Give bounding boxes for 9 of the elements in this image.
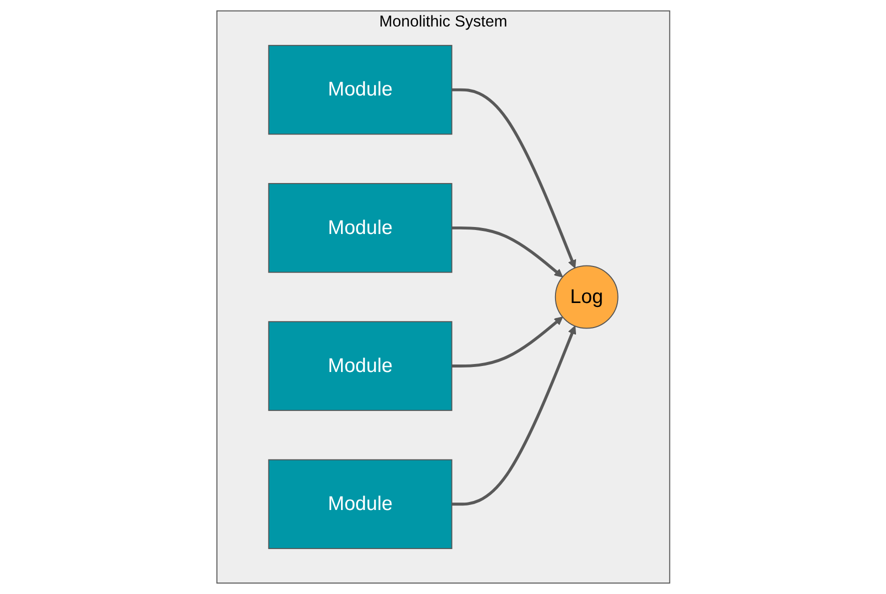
arrow <box>452 88 576 268</box>
node-box: Module <box>268 459 452 550</box>
arrow <box>452 226 563 278</box>
arrow <box>452 326 576 506</box>
arrow <box>452 316 563 368</box>
node-box: Module <box>268 183 452 273</box>
node-box: Module <box>268 44 452 135</box>
node-box: Module <box>268 321 452 411</box>
node-circle: Log <box>554 265 618 329</box>
